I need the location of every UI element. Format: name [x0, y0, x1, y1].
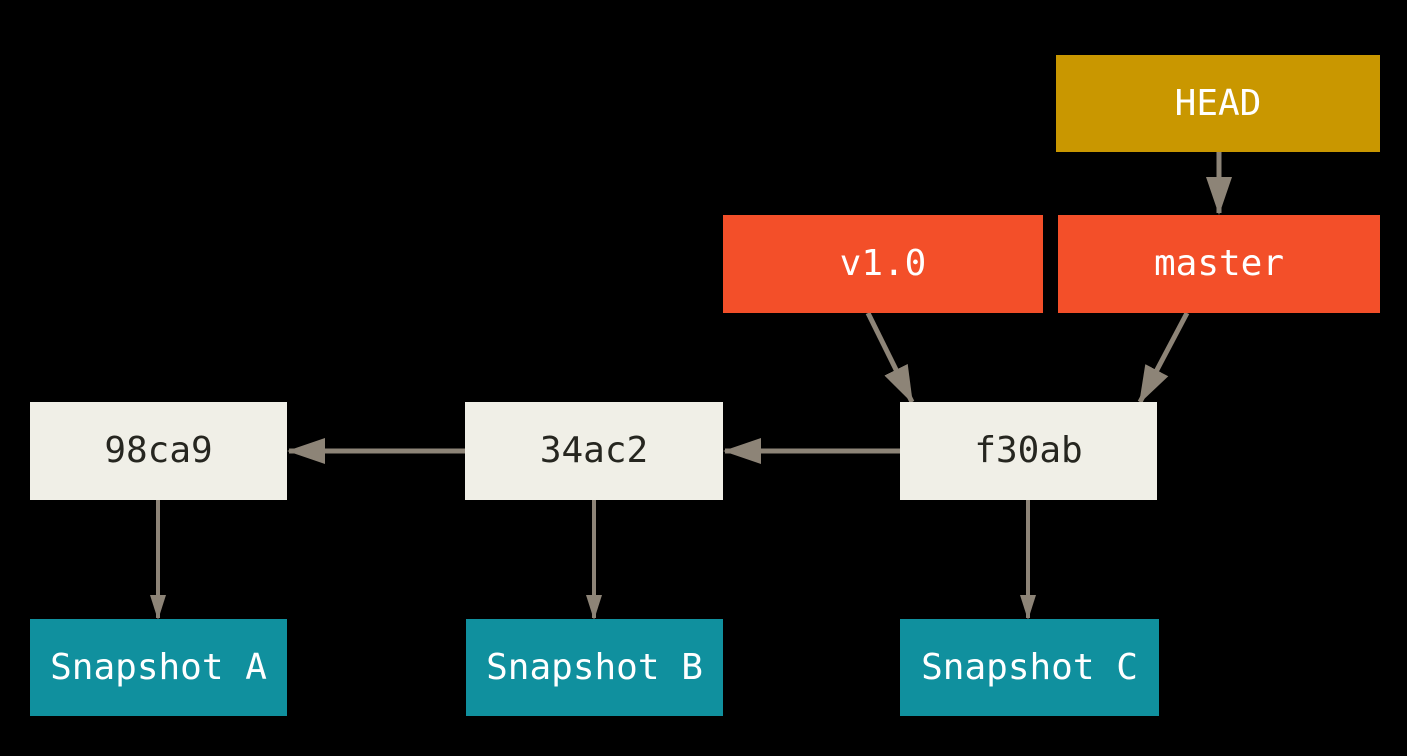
arrow-v1-to-f30ab: [865, 311, 915, 404]
node-snapshot-c-label: Snapshot C: [921, 646, 1138, 688]
node-snapshot-b: Snapshot B: [466, 619, 723, 716]
node-snapshot-a: Snapshot A: [30, 619, 287, 716]
node-tag-v1.0-label: v1.0: [839, 243, 927, 284]
node-branch-master: master: [1058, 215, 1380, 313]
node-commit-f30ab: f30ab: [900, 402, 1157, 500]
node-snapshot-a-label: Snapshot A: [50, 646, 267, 688]
node-branch-master-label: master: [1153, 243, 1285, 284]
node-commit-34ac2: 34ac2: [465, 402, 723, 500]
node-commit-98ca9-label: 98ca9: [104, 430, 213, 471]
node-snapshot-b-label: Snapshot B: [486, 646, 703, 688]
node-snapshot-c: Snapshot C: [900, 619, 1159, 716]
arrow-master-to-f30ab: [1137, 311, 1190, 404]
node-commit-98ca9: 98ca9: [30, 402, 287, 500]
node-tag-v1.0: v1.0: [723, 215, 1043, 313]
node-commit-f30ab-label: f30ab: [974, 430, 1083, 471]
node-head-label: HEAD: [1174, 82, 1262, 124]
node-head-pointer: HEAD: [1056, 55, 1380, 152]
node-commit-34ac2-label: 34ac2: [539, 430, 649, 471]
